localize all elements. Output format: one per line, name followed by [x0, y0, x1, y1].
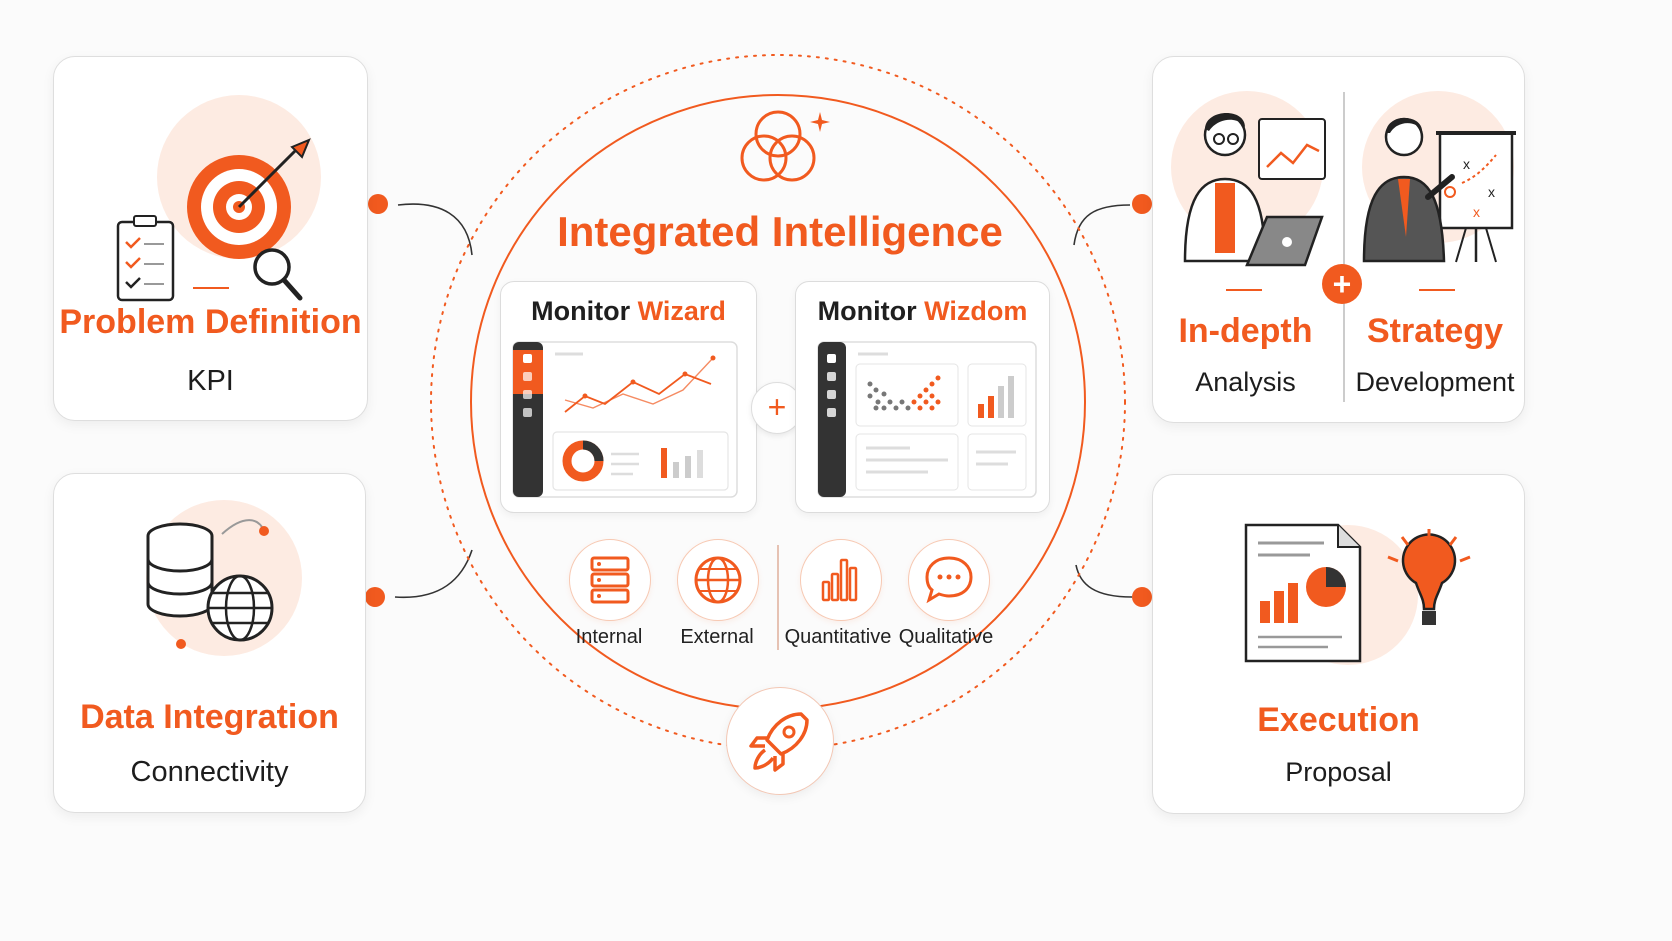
- source-qualitative: [908, 539, 990, 621]
- bar-chart-icon: [821, 558, 858, 602]
- pane-title-accent: Wizard: [637, 296, 726, 326]
- plus-badge: +: [1322, 264, 1362, 304]
- card-title-strategy: Strategy: [1366, 312, 1504, 350]
- connector-dot-problem: [368, 194, 388, 214]
- rocket-badge: [726, 687, 834, 795]
- globe-icon: [694, 556, 742, 604]
- title-divider: [193, 287, 229, 289]
- card-analysis-strategy: x x x + In-depth Analysis Strategy Devel…: [1152, 56, 1525, 423]
- dashboard-scatter-illustration: [817, 341, 1037, 498]
- connector-dot-data: [365, 587, 385, 607]
- connector-dot-analysis: [1132, 194, 1152, 214]
- source-internal: [569, 539, 651, 621]
- source-label: Quantitative: [784, 626, 892, 648]
- rocket-icon: [749, 712, 809, 772]
- connector-dot-execution: [1132, 587, 1152, 607]
- title-divider: [1419, 289, 1455, 291]
- card-title: Execution: [1257, 701, 1420, 739]
- card-divider: [1343, 92, 1345, 402]
- source-label: Qualitative: [898, 626, 994, 648]
- dashboard-line-chart-illustration: [512, 341, 738, 498]
- title-divider: [1226, 289, 1262, 291]
- chat-bubble-icon: [925, 556, 973, 604]
- card-execution: Execution Proposal: [1152, 474, 1525, 814]
- card-title-analysis: In-depth: [1178, 312, 1313, 350]
- svg-text:x: x: [1488, 184, 1495, 200]
- pane-title: Monitor Wizard: [501, 296, 756, 327]
- venn-logo-icon: [740, 110, 830, 182]
- analyst-person-icon: [1171, 91, 1326, 267]
- card-subtitle: Proposal: [1285, 757, 1392, 787]
- card-data-integration: Data Integration Connectivity: [53, 473, 366, 813]
- source-external: [677, 539, 759, 621]
- source-quantitative: [800, 539, 882, 621]
- card-title: Data Integration: [80, 698, 339, 736]
- pane-title: Monitor Wizdom: [796, 296, 1049, 327]
- center-plus-circle: +: [751, 382, 803, 434]
- monitor-wizdom-pane: Monitor Wizdom: [795, 281, 1050, 513]
- card-problem-definition: Problem Definition KPI: [53, 56, 368, 421]
- card-title: Problem Definition: [59, 303, 362, 341]
- source-divider: [777, 545, 779, 650]
- card-subtitle: KPI: [187, 365, 234, 397]
- svg-text:x: x: [1473, 204, 1480, 220]
- server-icon: [590, 556, 630, 604]
- card-subtitle-analysis: Analysis: [1195, 367, 1296, 397]
- pane-title-accent: Wizdom: [924, 296, 1028, 326]
- card-subtitle-strategy: Development: [1355, 367, 1515, 397]
- pane-title-prefix: Monitor: [817, 296, 917, 326]
- source-label: External: [680, 626, 754, 648]
- pane-title-prefix: Monitor: [531, 296, 631, 326]
- source-label: Internal: [575, 626, 643, 648]
- strategist-person-icon: x x x: [1362, 91, 1516, 263]
- center-title: Integrated Intelligence: [557, 208, 1003, 255]
- report-lightbulb-icon: [1244, 523, 1471, 665]
- monitor-wizard-pane: Monitor Wizard: [500, 281, 757, 513]
- svg-text:x: x: [1463, 156, 1470, 172]
- target-icon: [116, 95, 321, 302]
- card-subtitle: Connectivity: [130, 756, 289, 788]
- database-globe-icon: [146, 500, 302, 656]
